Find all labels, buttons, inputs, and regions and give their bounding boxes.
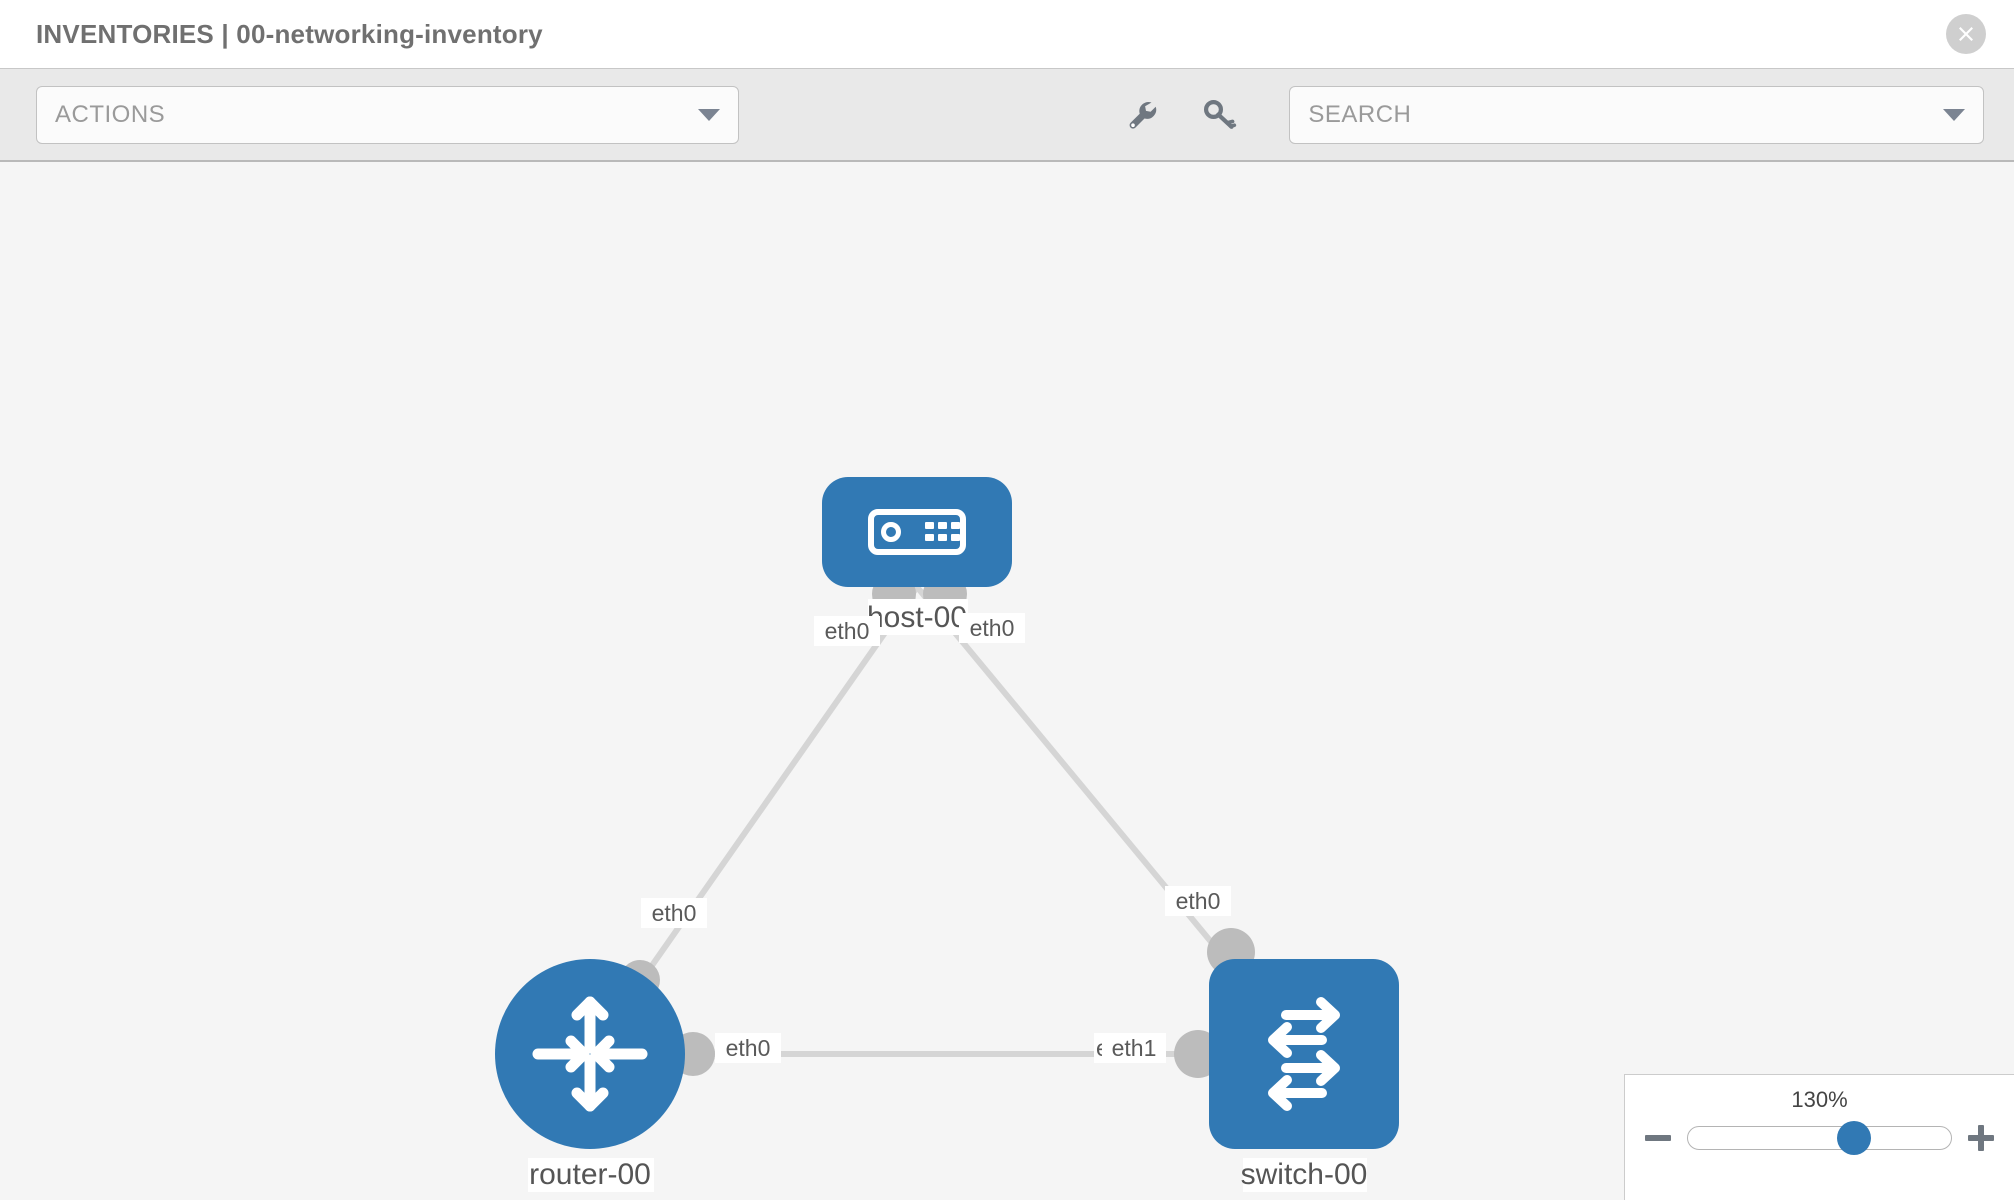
iface-label-bg — [959, 613, 1025, 643]
chevron-down-icon — [698, 108, 721, 121]
switch-node-shape — [1209, 959, 1399, 1149]
topology-svg: host-00 router-00 switch-00 — [495, 477, 1399, 1192]
iface-label-bg — [814, 616, 880, 646]
zoom-panel: 130% — [1624, 1074, 2014, 1200]
zoom-in-button[interactable] — [1966, 1123, 1996, 1153]
iface-label-bg — [1102, 1033, 1166, 1063]
node-switch-00[interactable]: switch-00 — [1209, 959, 1399, 1192]
actions-dropdown[interactable]: ACTIONS — [36, 85, 740, 144]
search-placeholder-label: SEARCH — [1308, 100, 1412, 128]
iface-label-bg — [1165, 886, 1231, 916]
iface-label-bg — [715, 1033, 781, 1063]
chevron-down-icon — [1943, 108, 1965, 121]
zoom-slider[interactable] — [1687, 1121, 1952, 1155]
toolbar-icon-group — [1119, 92, 1241, 138]
iface-label-host-eth0-right: eth0 — [970, 615, 1015, 641]
iface-label-switch-eth1: eth1 — [1112, 1035, 1157, 1061]
key-icon[interactable] — [1195, 92, 1241, 138]
wrench-glyph — [1129, 101, 1157, 129]
zoom-slider-track — [1687, 1126, 1952, 1150]
wrench-icon[interactable] — [1119, 92, 1165, 138]
topology-interface-labels: eth0 eth0 eth0 eth0 eth0 eth eth1 — [641, 613, 1231, 1063]
page-title: INVENTORIES | 00-networking-inventory — [36, 18, 543, 49]
node-router-00[interactable]: router-00 — [495, 959, 685, 1192]
router-label-background — [528, 1158, 654, 1192]
iface-label-router-eth0-uplink: eth0 — [652, 900, 697, 926]
close-icon[interactable] — [1946, 14, 1986, 54]
key-glyph — [1204, 99, 1237, 129]
topology-endpoints — [620, 572, 1255, 1078]
node-host-00[interactable]: host-00 — [822, 477, 1012, 635]
iface-label-switch-eth0-uplink: eth0 — [1176, 888, 1221, 914]
search-input[interactable]: SEARCH — [1289, 85, 1984, 144]
switch-node-label: switch-00 — [1241, 1158, 1368, 1191]
close-x-glyph — [1959, 27, 1973, 41]
router-node-shape — [495, 959, 685, 1149]
actions-dropdown-label: ACTIONS — [55, 100, 166, 128]
iface-label-host-eth0-left: eth0 — [825, 618, 870, 644]
host-node-shape — [822, 477, 1012, 587]
topology-edges — [587, 585, 1307, 1057]
zoom-slider-thumb[interactable] — [1836, 1121, 1871, 1155]
host-label-background — [868, 599, 968, 635]
toolbar: ACTIONS SEARCH — [0, 68, 2014, 162]
zoom-controls-row — [1625, 1121, 2014, 1155]
zoom-level-label: 130% — [1791, 1087, 1848, 1112]
page-header: INVENTORIES | 00-networking-inventory — [0, 0, 2014, 68]
host-node-label: host-00 — [867, 601, 967, 634]
switch-label-background — [1243, 1158, 1367, 1192]
router-node-label: router-00 — [529, 1158, 651, 1191]
iface-label-bg — [641, 898, 707, 928]
iface-label-router-eth0: eth0 — [726, 1035, 771, 1061]
zoom-out-button[interactable] — [1643, 1123, 1673, 1153]
topology-canvas[interactable]: host-00 router-00 switch-00 — [0, 162, 2014, 1200]
